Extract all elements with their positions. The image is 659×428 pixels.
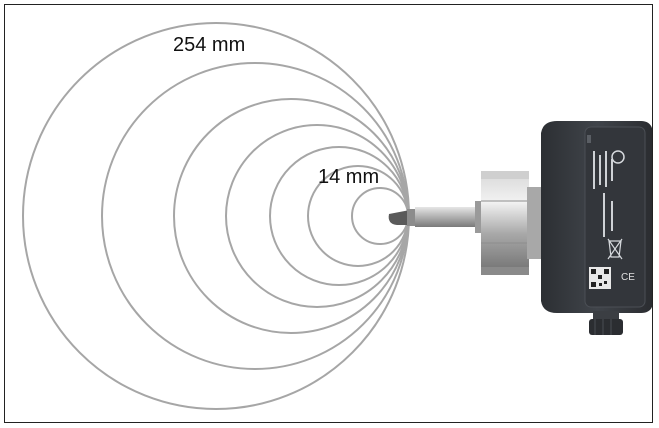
ring-4	[225, 124, 409, 308]
ring-2	[101, 62, 409, 370]
shaft-collar	[475, 201, 485, 233]
inner-range-label: 14 mm	[318, 166, 379, 188]
ring-3	[173, 98, 409, 334]
flow-sensor-diagram: 254 mm 14 mm	[22, 22, 652, 410]
ifm-logo-icon	[611, 150, 625, 164]
probe-shaft	[415, 207, 481, 227]
hex-nut	[481, 171, 541, 275]
detection-rings	[22, 22, 410, 410]
diagram-frame: 254 mm 14 mm	[4, 4, 653, 423]
ce-mark-icon: CE	[621, 272, 635, 283]
weee-bin-icon	[607, 238, 623, 260]
probe-tip	[388, 209, 417, 226]
outer-range-label: 254 mm	[173, 34, 245, 56]
sensor-housing: CE	[541, 121, 652, 313]
m12-connector	[589, 311, 623, 335]
